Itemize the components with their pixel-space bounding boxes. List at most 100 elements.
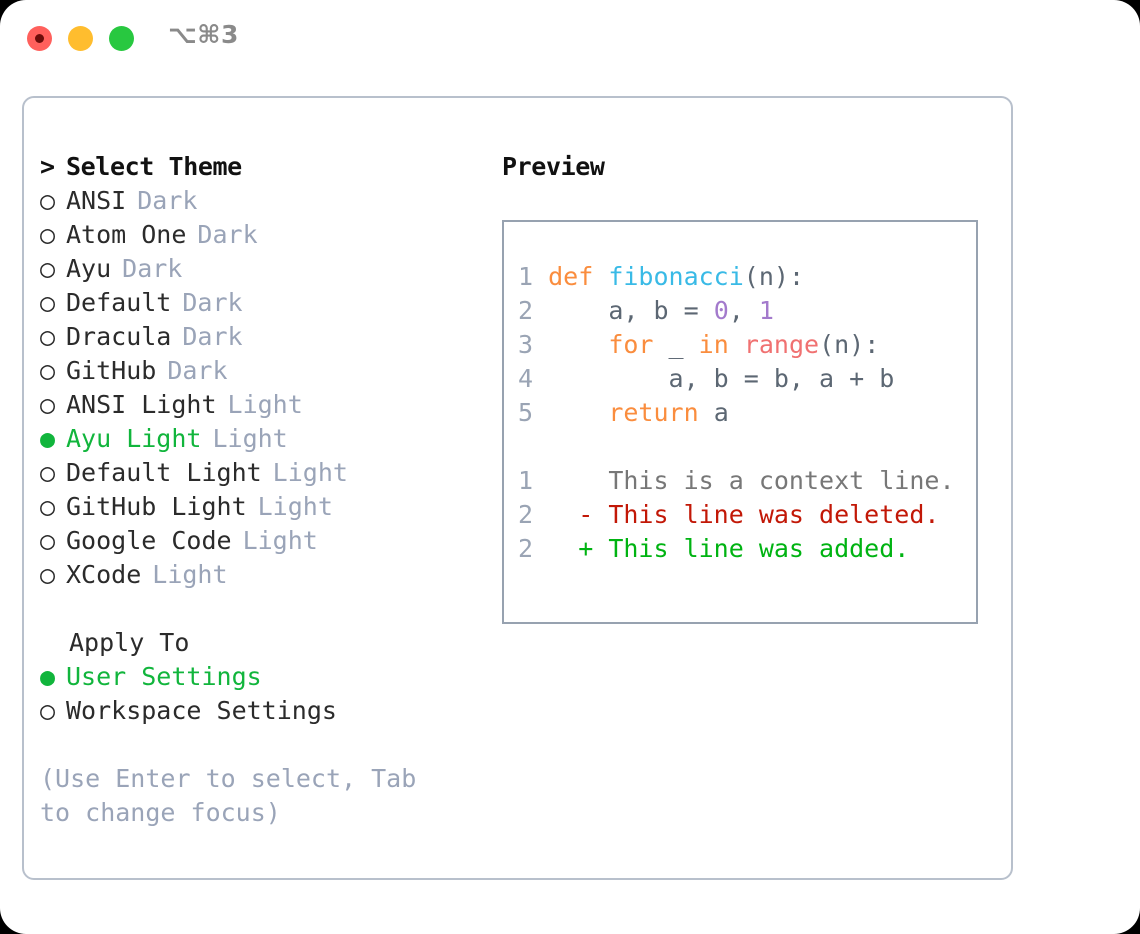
code-token: return	[608, 398, 699, 427]
code-line: 2 a, b = 0, 1	[518, 294, 955, 328]
theme-variant-tag: Dark	[197, 220, 258, 249]
diff-line: 1 This is a context line.	[518, 464, 955, 498]
theme-option-label: Default Light	[66, 458, 262, 487]
radio-unselected-icon: ○	[40, 220, 56, 249]
radio-unselected-icon: ○	[40, 356, 56, 385]
theme-option-label: Atom One	[66, 220, 187, 249]
code-line: 3 for _ in range(n):	[518, 328, 955, 362]
radio-selected-icon: ●	[40, 424, 56, 453]
diff-line: 2 - This line was deleted.	[518, 498, 955, 532]
theme-variant-tag: Light	[152, 560, 228, 589]
radio-unselected-icon: ○	[40, 526, 56, 555]
apply-to-option-workspace-settings[interactable]: ○Workspace Settings	[40, 694, 500, 728]
code-token	[729, 330, 744, 359]
code-token: a, b =	[548, 296, 714, 325]
radio-unselected-icon: ○	[40, 186, 56, 215]
theme-option-label: Ayu Light	[66, 424, 202, 453]
diff-line-text: This is a context line.	[548, 466, 955, 495]
theme-option-label: XCode	[66, 560, 142, 589]
code-token	[593, 262, 608, 291]
line-number: 1	[518, 466, 549, 495]
radio-unselected-icon: ○	[40, 492, 56, 521]
theme-variant-tag: Light	[212, 424, 288, 453]
theme-option-google-code[interactable]: ○ Google Code Light	[40, 524, 500, 558]
select-theme-header: > Select Theme	[40, 150, 500, 184]
theme-option-xcode[interactable]: ○ XCode Light	[40, 558, 500, 592]
list-spacer	[40, 592, 500, 626]
theme-option-github[interactable]: ○ GitHub Dark	[40, 354, 500, 388]
theme-variant-tag: Dark	[182, 288, 243, 317]
radio-selected-icon: ●	[40, 662, 56, 691]
radio-unselected-icon: ○	[40, 390, 56, 419]
apply-to-option-user-settings[interactable]: ● User Settings	[40, 660, 500, 694]
theme-option-ansi-light[interactable]: ○ ANSI Light Light	[40, 388, 500, 422]
code-token: a, b = b, a + b	[548, 364, 895, 393]
theme-option-default[interactable]: ○ Default Dark	[40, 286, 500, 320]
code-token	[548, 330, 608, 359]
code-token: fibonacci	[608, 262, 744, 291]
keyboard-hint-text: (Use Enter to select, Tab to change focu…	[40, 764, 417, 827]
code-token: _	[653, 330, 699, 359]
code-token: 1	[758, 296, 774, 325]
radio-unselected-icon: ○	[40, 458, 56, 487]
theme-option-atom-one[interactable]: ○ Atom One Dark	[40, 218, 500, 252]
title-bar: ⌥⌘3	[0, 0, 1140, 78]
theme-variant-tag: Light	[257, 492, 333, 521]
theme-variant-tag: Dark	[167, 356, 228, 385]
line-number: 2	[518, 296, 549, 325]
code-blank-line	[518, 430, 955, 464]
minimize-button-icon[interactable]	[68, 26, 93, 51]
code-token: def	[548, 262, 594, 291]
theme-option-ayu-light[interactable]: ● Ayu Light Light	[40, 422, 500, 456]
radio-unselected-icon: ○	[40, 288, 56, 317]
theme-variant-tag: Light	[272, 458, 348, 487]
theme-variant-tag: Light	[227, 390, 303, 419]
apply-to-option-label: User Settings	[66, 662, 262, 691]
theme-option-ayu[interactable]: ○ Ayu Dark	[40, 252, 500, 286]
code-token: in	[698, 330, 729, 359]
line-number: 5	[518, 398, 549, 427]
theme-variant-tag: Light	[242, 526, 318, 555]
traffic-lights	[27, 26, 134, 51]
theme-variant-tag: Dark	[137, 186, 198, 215]
theme-option-label: Default	[66, 288, 172, 317]
caret-icon: >	[40, 152, 55, 181]
code-token: a	[698, 398, 729, 427]
code-line: 4 a, b = b, a + b	[518, 362, 955, 396]
theme-option-label: ANSI Light	[66, 390, 217, 419]
code-token: (n):	[819, 330, 880, 359]
theme-option-label: Ayu	[66, 254, 112, 283]
apply-to-heading: Apply To	[69, 628, 190, 657]
code-token: (n):	[743, 262, 805, 291]
radio-unselected-icon: ○	[40, 560, 56, 589]
preview-title: Preview	[502, 152, 605, 181]
theme-variant-tag: Dark	[122, 254, 183, 283]
diff-line-text: - This line was deleted.	[548, 500, 940, 529]
radio-unselected-icon: ○	[40, 322, 56, 351]
code-line: 5 return a	[518, 396, 955, 430]
code-token: for	[608, 330, 654, 359]
maximize-button-icon[interactable]	[109, 26, 134, 51]
theme-option-label: GitHub	[66, 356, 157, 385]
select-theme-title: Select Theme	[66, 152, 242, 181]
line-number: 2	[518, 534, 549, 563]
close-button-icon[interactable]	[27, 26, 52, 51]
preview-column: Preview 1 def fibonacci(n):2 a, b = 0, 1…	[502, 150, 1002, 624]
code-token	[548, 398, 608, 427]
code-token: ,	[728, 296, 759, 325]
diff-line: 2 + This line was added.	[518, 532, 955, 566]
radio-unselected-icon: ○	[40, 254, 56, 283]
apply-to-option-label: Workspace Settings	[66, 696, 337, 725]
theme-option-default-light[interactable]: ○ Default Light Light	[40, 456, 500, 490]
theme-option-label: Google Code	[66, 526, 232, 555]
apply-to-option-list: ● User Settings ○Workspace Settings	[40, 660, 500, 728]
code-token: range	[743, 330, 820, 359]
